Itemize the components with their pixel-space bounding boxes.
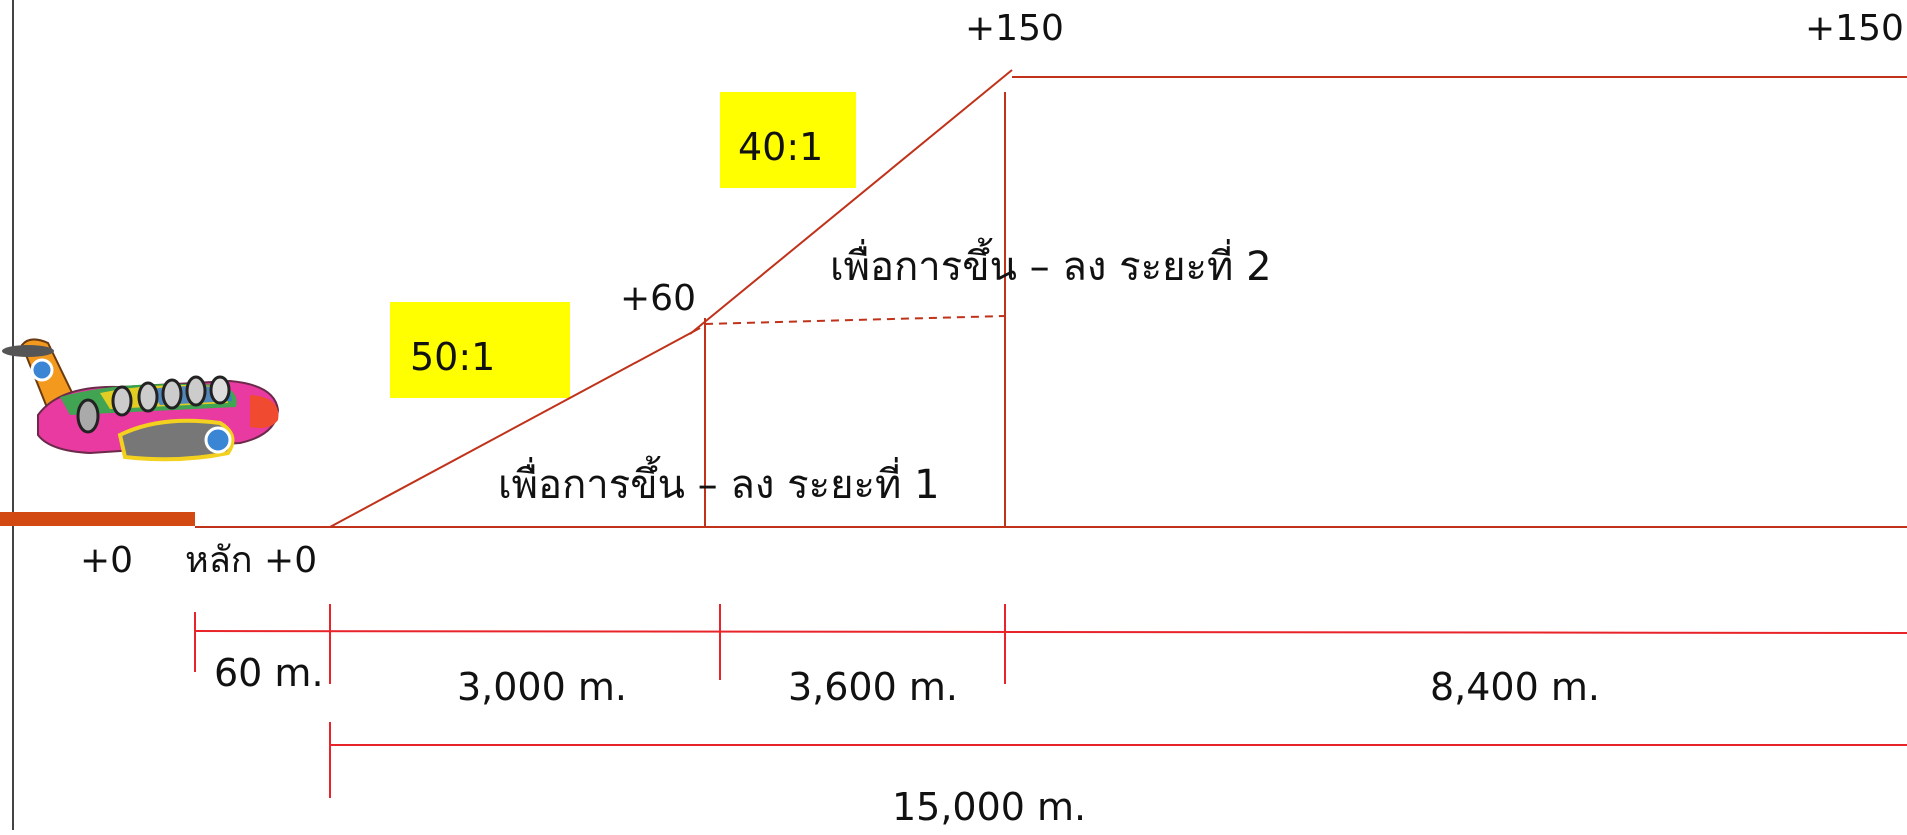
phase-boundary-dashed: [704, 315, 1006, 325]
distance-seg1: 3,000 m.: [457, 665, 627, 709]
distance-seg2: 3,600 m.: [788, 665, 958, 709]
dim-line-segments: [194, 630, 1907, 634]
slope-50-line: [329, 327, 701, 528]
ratio-50-highlight: [390, 302, 570, 398]
elevation-runway-end: +0: [80, 540, 133, 581]
elevation-150-left: +150: [965, 8, 1064, 49]
ratio-40-label: 40:1: [738, 125, 823, 169]
phase-1-label: เพื่อการขึ้น – ลง ระยะที่ 1: [498, 455, 940, 508]
ratio-40-highlight: [720, 92, 856, 188]
runway-bar: [0, 512, 195, 526]
distance-total: 15,000 m.: [892, 785, 1086, 829]
ratio-50-label: 50:1: [410, 335, 495, 379]
distance-offset: 60 m.: [214, 651, 324, 695]
elevation-60: +60: [620, 278, 696, 319]
phase-2-label: เพื่อการขึ้น – ลง ระยะที่ 2: [830, 237, 1272, 290]
cartoon-airplane-icon: [2, 338, 280, 462]
distance-seg3: 8,400 m.: [1430, 665, 1600, 709]
elevation-150-right: +150: [1805, 8, 1904, 49]
slope-40-line: [689, 69, 1013, 335]
elevation-datum: หลัก +0: [185, 540, 317, 581]
